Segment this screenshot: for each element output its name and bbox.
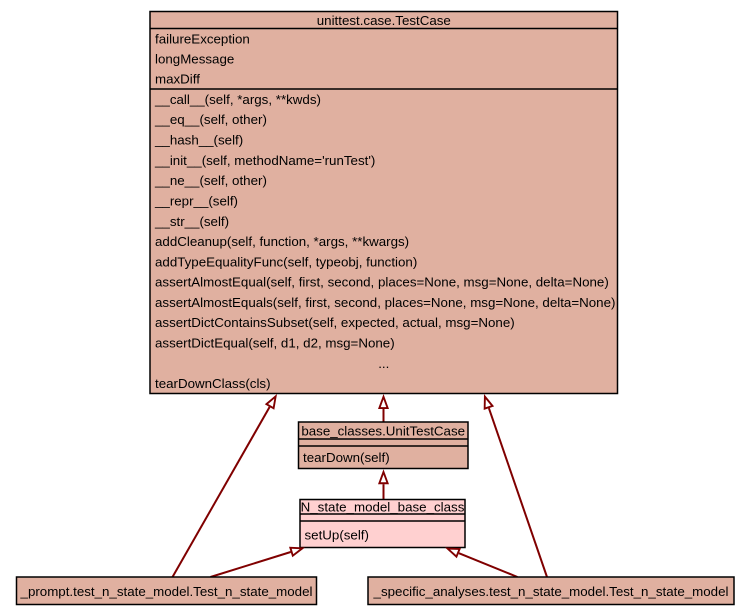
svg-text:assertAlmostEqual(self, first,: assertAlmostEqual(self, first, second, p…	[155, 275, 609, 290]
svg-text:...: ...	[378, 356, 389, 371]
svg-text:_prompt.test_n_state_model.Tes: _prompt.test_n_state_model.Test_n_state_…	[20, 584, 313, 599]
svg-text:__str__(self): __str__(self)	[154, 214, 229, 229]
svg-text:assertDictContainsSubset(self,: assertDictContainsSubset(self, expected,…	[155, 315, 515, 330]
svg-text:failureException: failureException	[155, 31, 250, 46]
svg-text:maxDiff: maxDiff	[155, 72, 200, 87]
svg-text:_specific_analyses.test_n_stat: _specific_analyses.test_n_state_model.Te…	[373, 584, 729, 599]
svg-text:tearDownClass(cls): tearDownClass(cls)	[155, 376, 271, 391]
svg-text:__hash__(self): __hash__(self)	[154, 133, 243, 148]
svg-text:unittest.case.TestCase: unittest.case.TestCase	[317, 13, 451, 28]
svg-text:addCleanup(self, function, *ar: addCleanup(self, function, *args, **kwar…	[155, 234, 409, 249]
svg-text:__eq__(self, other): __eq__(self, other)	[154, 112, 267, 127]
svg-text:assertAlmostEquals(self, first: assertAlmostEquals(self, first, second, …	[155, 295, 615, 310]
svg-text:tearDown(self): tearDown(self)	[303, 450, 390, 465]
svg-text:__init__(self, methodName='run: __init__(self, methodName='runTest')	[154, 153, 375, 168]
svg-text:setUp(self): setUp(self)	[305, 527, 369, 542]
svg-text:N_state_model_base_class: N_state_model_base_class	[301, 500, 465, 515]
svg-text:base_classes.UnitTestCase: base_classes.UnitTestCase	[301, 423, 465, 438]
svg-text:__call__(self, *args, **kwds): __call__(self, *args, **kwds)	[154, 92, 321, 107]
svg-text:longMessage: longMessage	[155, 52, 234, 67]
svg-text:__ne__(self, other): __ne__(self, other)	[154, 173, 267, 188]
svg-text:__repr__(self): __repr__(self)	[154, 194, 238, 209]
svg-text:addTypeEqualityFunc(self, type: addTypeEqualityFunc(self, typeobj, funct…	[155, 254, 417, 269]
svg-text:assertDictEqual(self, d1, d2,: assertDictEqual(self, d1, d2, msg=None)	[155, 336, 395, 351]
